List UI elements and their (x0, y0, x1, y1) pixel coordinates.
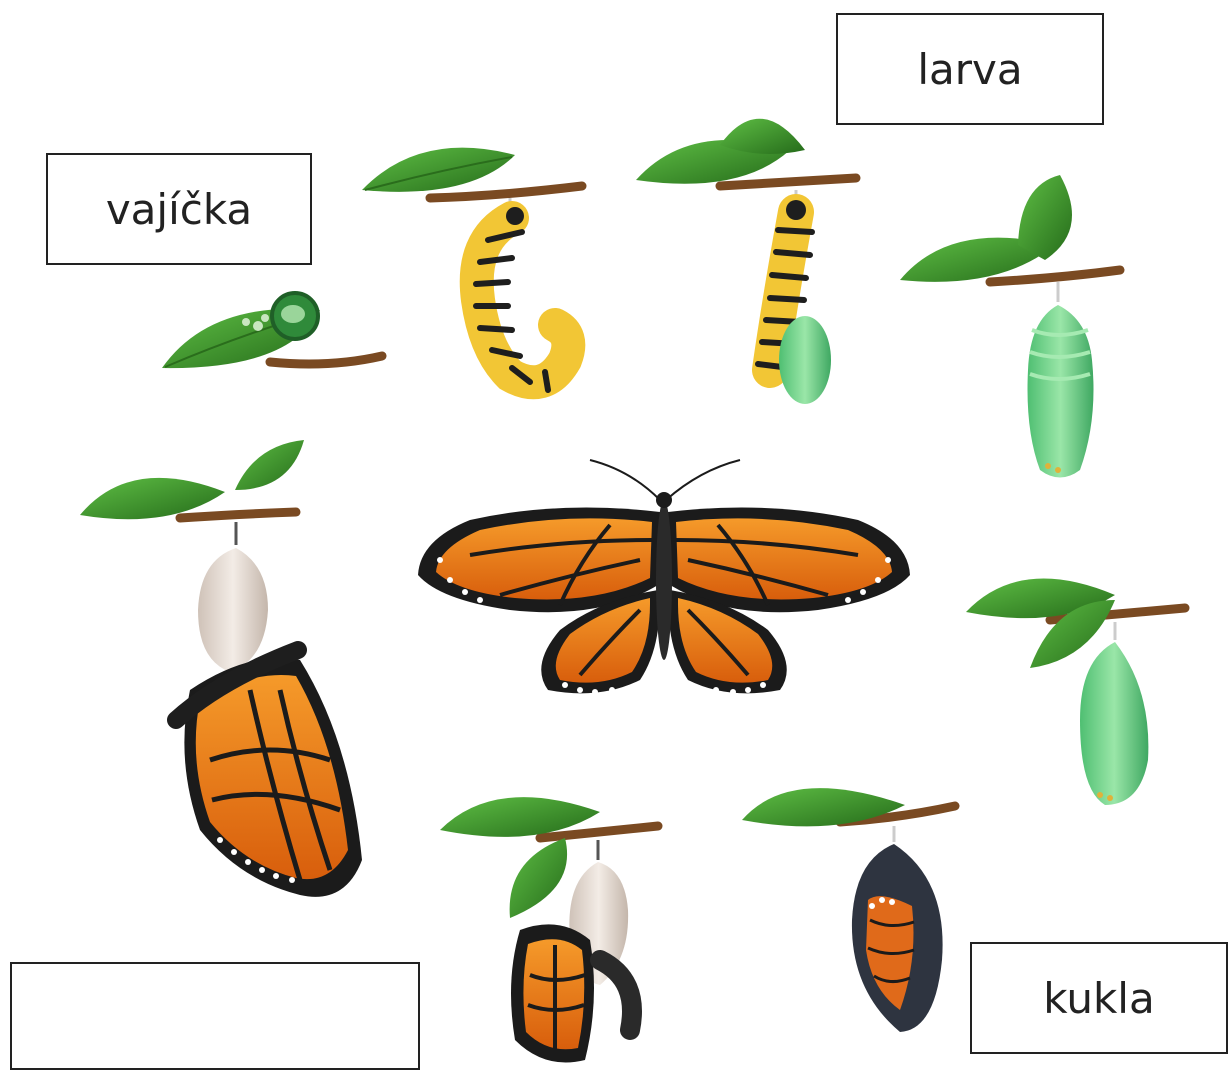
dark-chrysalis-icon (742, 788, 955, 1032)
butterfly-emerging-icon (440, 797, 658, 1062)
butterfly-drying-icon (80, 440, 362, 897)
caterpillar-forming-chrysalis-icon (636, 119, 856, 404)
green-chrysalis-icon (900, 175, 1120, 478)
adult-butterfly-icon (418, 460, 910, 695)
leaf-with-eggs-icon (162, 293, 382, 368)
caterpillar-hanging-icon (362, 148, 582, 390)
green-chrysalis-small-icon (966, 579, 1185, 805)
